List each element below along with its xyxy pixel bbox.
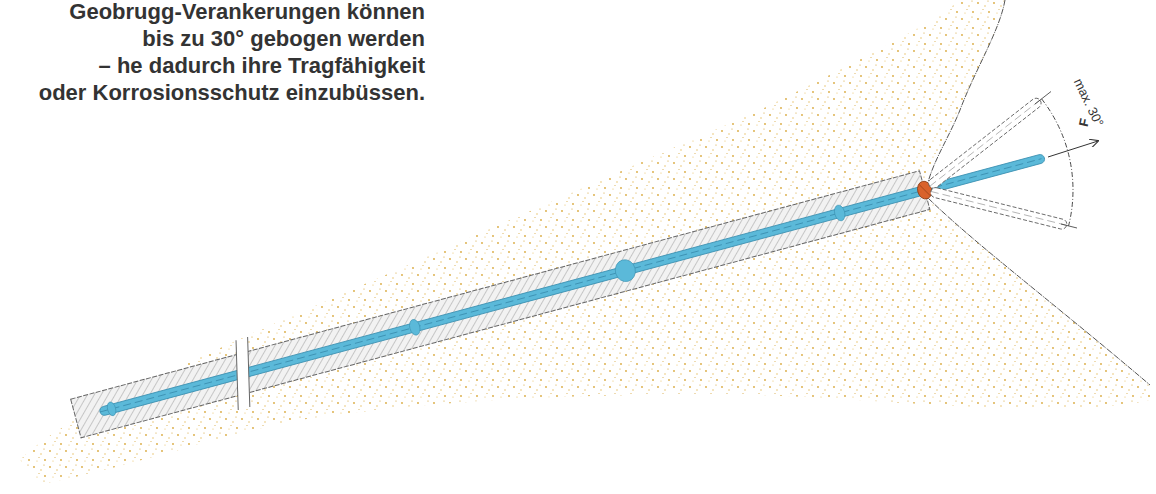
heading-line: bis zu 30° gebogen werden bbox=[39, 25, 425, 52]
centralizer bbox=[833, 204, 847, 222]
angle-arc bbox=[1042, 99, 1073, 226]
heading-line: – he dadurch ihre Tragfähigkeit bbox=[39, 52, 425, 79]
break-mark bbox=[221, 337, 266, 410]
heading-line: oder Korrosionsschutz einzubüssen. bbox=[39, 79, 425, 106]
centralizer bbox=[106, 401, 117, 417]
heading-line: Geobrugg-Verankerungen können bbox=[39, 0, 425, 25]
centralizer bbox=[613, 257, 638, 283]
bent-positions bbox=[927, 92, 1077, 231]
anchor-bar bbox=[99, 154, 1046, 417]
anchor bbox=[67, 125, 1053, 451]
force-arrow bbox=[1048, 141, 1098, 157]
ground bbox=[20, 0, 1150, 484]
slope-surface bbox=[925, 0, 1150, 385]
centralizer bbox=[408, 318, 422, 336]
heading: Geobrugg-Verankerungen können bis zu 30°… bbox=[39, 0, 425, 106]
